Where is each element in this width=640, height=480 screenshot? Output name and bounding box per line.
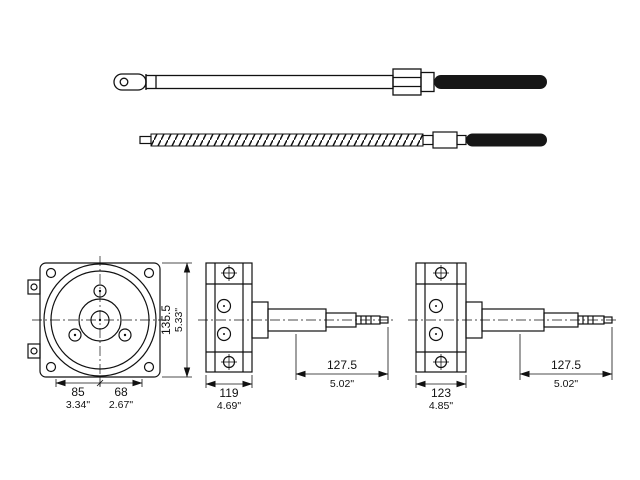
plate-hole	[45, 361, 57, 373]
bracket-b-travel-in-label: 5.02"	[554, 378, 578, 390]
outer-jacket	[434, 75, 547, 89]
inner-cable-assembly	[139, 131, 547, 149]
output-shaft	[251, 301, 389, 339]
hub-bolt	[93, 284, 107, 298]
plate-hole	[45, 267, 57, 279]
left-tab-bottom	[27, 343, 41, 359]
pivot-hole-lower	[216, 326, 232, 342]
bracket-a-travel-in-label: 5.02"	[330, 378, 354, 390]
helm-width-left-mm-label: 85	[71, 385, 85, 399]
helm-height-mm-label: 135.5	[159, 305, 173, 335]
inner-jacket	[466, 133, 547, 147]
helm-width-dimension: 85 3.34" 68 2.67"	[55, 379, 143, 411]
plate-hole	[143, 361, 155, 373]
output-shaft	[465, 301, 613, 339]
helm-hub	[78, 298, 122, 342]
core-tip	[139, 135, 152, 145]
hub-bolt	[118, 328, 132, 342]
clevis-eye-fitting	[113, 73, 147, 91]
pivot-hole-upper	[428, 298, 444, 314]
bracket-b-width-dimension: 123 4.85"	[415, 375, 467, 412]
bracket-b-travel-dimension: 127.5 5.02"	[519, 327, 613, 390]
bracket-a-travel-dimension: 127.5 5.02"	[295, 327, 389, 390]
helm-height-in-label: 5.33"	[173, 308, 185, 332]
mount-hole-top	[221, 265, 237, 281]
pivot-hole-upper	[216, 298, 232, 314]
helm-bezel	[43, 263, 157, 377]
bracket-b-width-in-label: 4.85"	[429, 400, 453, 412]
hex-nut	[392, 68, 422, 96]
bracket-b-width-mm-label: 123	[431, 386, 451, 400]
left-tab-top	[27, 279, 41, 295]
bracket-side-view-b	[408, 262, 618, 373]
bracket-b-travel-mm-label: 127.5	[551, 358, 581, 372]
mount-hole-top	[433, 265, 449, 281]
helm-front-view	[27, 256, 168, 386]
helm-width-right-in-label: 2.67"	[109, 399, 133, 411]
bracket-side-view-a	[198, 262, 396, 373]
helm-width-left-in-label: 3.34"	[66, 399, 90, 411]
hub-bolt	[68, 328, 82, 342]
cable-conduit	[145, 74, 394, 90]
swivel-fitting	[432, 131, 458, 149]
helm-width-right-mm-label: 68	[114, 385, 128, 399]
bracket-a-width-in-label: 4.69"	[217, 400, 241, 412]
bracket-a-travel-mm-label: 127.5	[327, 358, 357, 372]
helm-height-dimension: 135.5 5.33"	[159, 262, 192, 378]
mount-hole-bottom	[433, 354, 449, 370]
bracket-a-width-dimension: 119 4.69"	[205, 375, 253, 412]
pivot-hole-lower	[428, 326, 444, 342]
bracket-a-width-mm-label: 119	[219, 386, 238, 400]
plate-hole	[143, 267, 155, 279]
mount-hole-bottom	[221, 354, 237, 370]
outer-cable-assembly	[113, 68, 547, 96]
mounting-plate	[39, 262, 161, 378]
helical-core	[150, 133, 424, 147]
clevis-eye-hole	[119, 77, 129, 87]
collar	[420, 71, 435, 93]
